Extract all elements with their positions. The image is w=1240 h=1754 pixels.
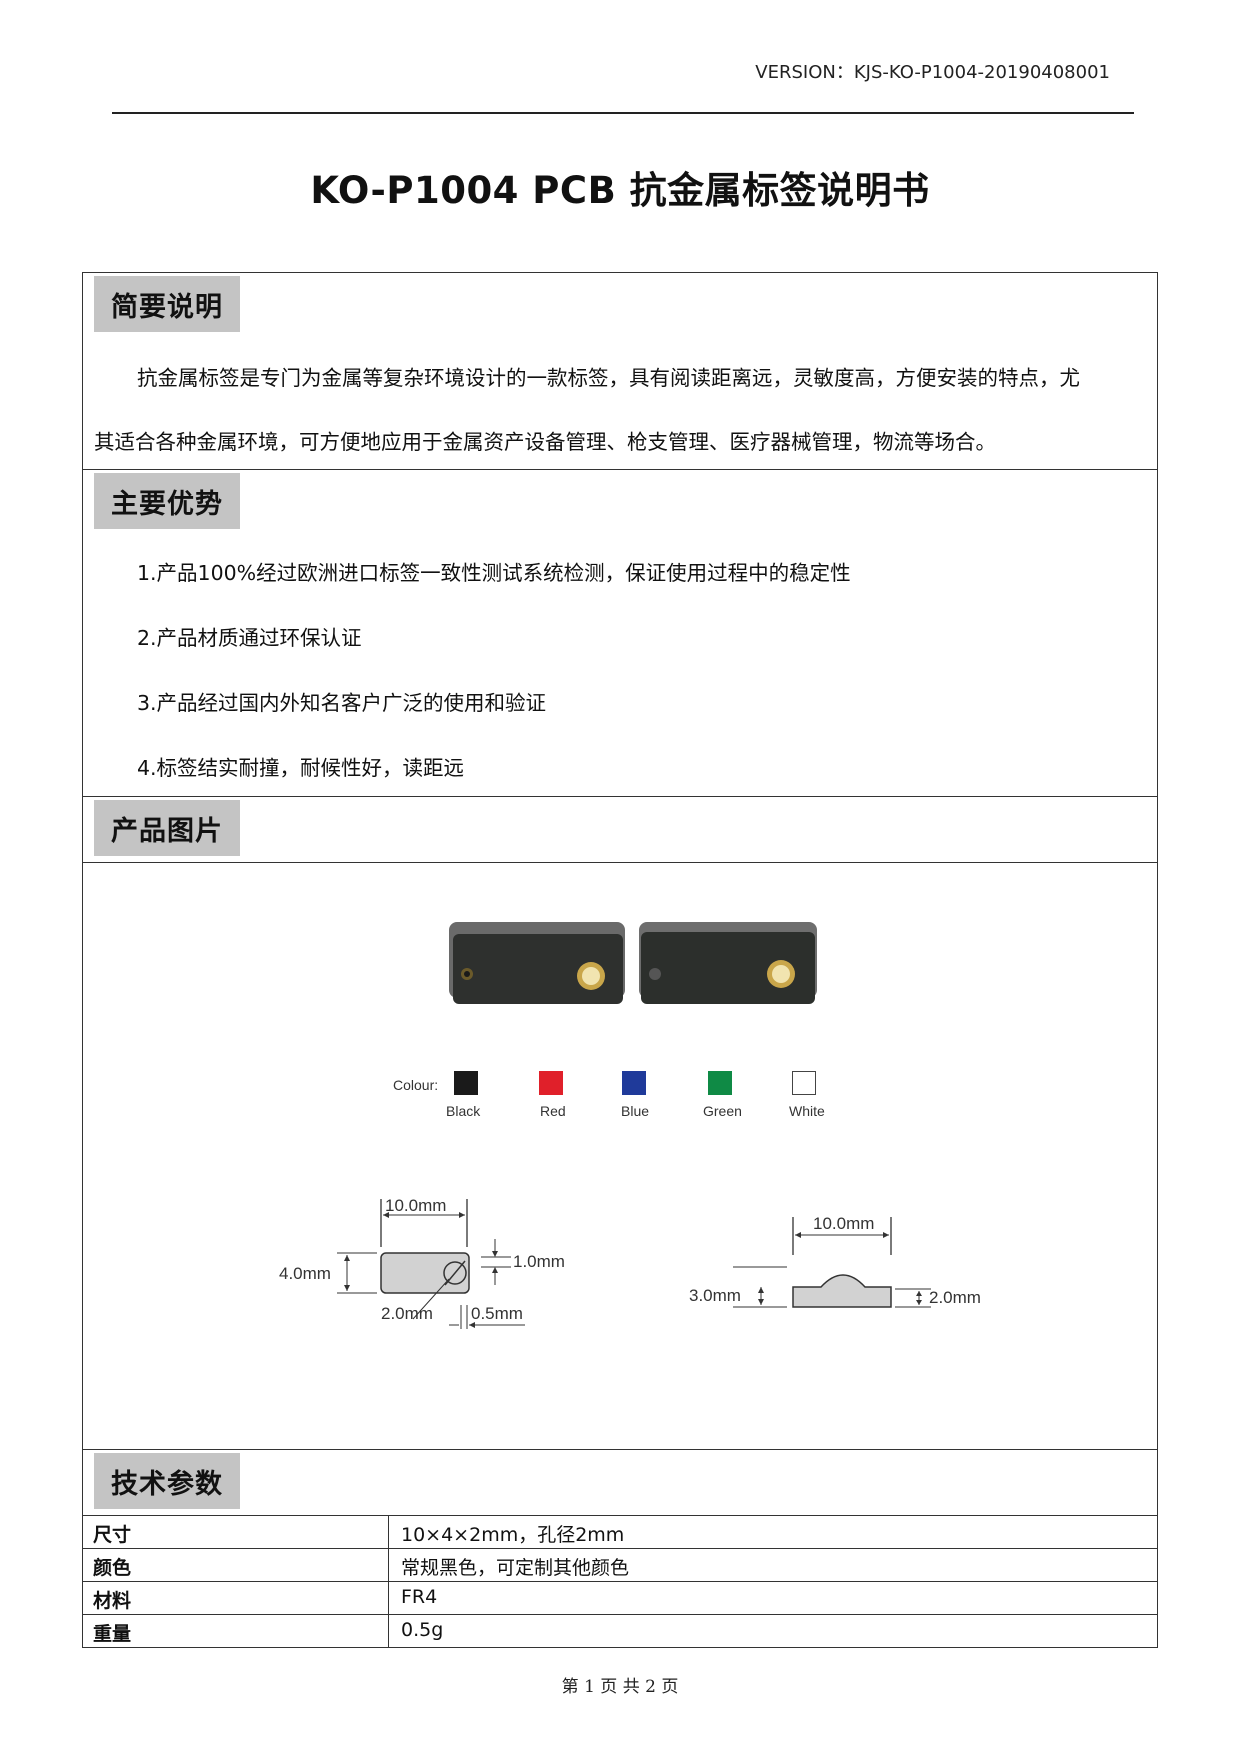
spec-value: 常规黑色，可定制其他颜色 xyxy=(401,1557,630,1579)
page-title: KO-P1004 PCB 抗金属标签说明书 xyxy=(310,169,930,212)
page-footer: 第 1 页 共 2 页 xyxy=(561,1677,679,1697)
swatch-label-red: Red xyxy=(540,1103,566,1119)
advantage-item: 2.产品材质通过环保认证 xyxy=(137,626,362,650)
swatch-black xyxy=(454,1071,478,1095)
dim-top-length: 10.0mm xyxy=(385,1196,446,1215)
spec-value: 0.5g xyxy=(401,1619,444,1641)
section-intro: 简要说明 抗金属标签是专门为金属等复杂环境设计的一款标签，具有阅读距离远，灵敏度… xyxy=(83,273,1157,469)
spec-key: 重量 xyxy=(93,1623,132,1645)
section-heading-advantages: 主要优势 xyxy=(94,473,240,529)
advantage-item: 3.产品经过国内外知名客户广泛的使用和验证 xyxy=(137,691,547,715)
spec-row: 尺寸 10×4×2mm，孔径2mm xyxy=(83,1515,1157,1548)
dimension-drawing-side-view: 10.0mm 3.0mm 2.0mm xyxy=(689,1214,981,1308)
spec-row: 材料 FR4 xyxy=(83,1581,1157,1614)
dim-top-hole: 2.0mm xyxy=(381,1304,433,1323)
spec-sheet-box: 简要说明 抗金属标签是专门为金属等复杂环境设计的一款标签，具有阅读距离远，灵敏度… xyxy=(82,272,1158,1648)
section-specs-header: 技术参数 xyxy=(83,1449,1157,1515)
spec-divider xyxy=(388,1516,389,1548)
dim-side-thickness: 3.0mm xyxy=(689,1286,741,1305)
dim-side-length: 10.0mm xyxy=(813,1214,874,1233)
spec-value: FR4 xyxy=(401,1586,438,1608)
swatch-blue xyxy=(622,1071,646,1095)
intro-line-1: 抗金属标签是专门为金属等复杂环境设计的一款标签，具有阅读距离远，灵敏度高，方便安… xyxy=(137,366,1080,390)
spec-key: 颜色 xyxy=(93,1557,132,1579)
swatch-label-green: Green xyxy=(703,1103,742,1119)
spec-value: 10×4×2mm，孔径2mm xyxy=(401,1524,625,1546)
swatch-label-blue: Blue xyxy=(621,1103,650,1119)
intro-line-2: 其适合各种金属环境，可方便地应用于金属资产设备管理、枪支管理、医疗器械管理，物流… xyxy=(94,430,996,454)
section-images-body: Colour: Black Red Blue Green White 10.0m… xyxy=(83,862,1157,1449)
advantage-item: 4.标签结实耐撞，耐候性好，读距远 xyxy=(137,756,465,780)
swatch-green xyxy=(708,1071,732,1095)
spec-divider xyxy=(388,1549,389,1581)
section-images-header: 产品图片 xyxy=(83,796,1157,862)
product-photo xyxy=(449,922,817,1004)
version-label: VERSION：KJS-KO-P1004-20190408001 xyxy=(755,62,1110,83)
dimension-drawing-top-view: 10.0mm 4.0mm 1.0mm 2.0mm 0.5mm xyxy=(279,1196,565,1329)
swatch-red xyxy=(539,1071,563,1095)
section-heading-intro: 简要说明 xyxy=(94,276,240,332)
header-divider xyxy=(112,112,1134,114)
section-heading-images: 产品图片 xyxy=(94,800,240,856)
section-advantages: 主要优势 1.产品100%经过欧洲进口标签一致性测试系统检测，保证使用过程中的稳… xyxy=(83,469,1157,796)
dim-top-gap: 0.5mm xyxy=(471,1304,523,1323)
spec-key: 尺寸 xyxy=(93,1524,132,1546)
swatch-label-white: White xyxy=(789,1103,825,1119)
swatch-white xyxy=(792,1071,816,1095)
dim-top-height: 4.0mm xyxy=(279,1264,331,1283)
spec-divider xyxy=(388,1582,389,1614)
spec-key: 材料 xyxy=(93,1590,132,1612)
spec-divider xyxy=(388,1615,389,1647)
spec-row: 重量 0.5g xyxy=(83,1614,1157,1647)
colour-label: Colour: xyxy=(393,1077,439,1093)
dim-side-base: 2.0mm xyxy=(929,1288,981,1307)
dim-top-edge: 1.0mm xyxy=(513,1252,565,1271)
section-heading-specs: 技术参数 xyxy=(94,1453,240,1509)
swatch-label-black: Black xyxy=(446,1103,481,1119)
spec-row: 颜色 常规黑色，可定制其他颜色 xyxy=(83,1548,1157,1581)
advantage-item: 1.产品100%经过欧洲进口标签一致性测试系统检测，保证使用过程中的稳定性 xyxy=(137,561,851,585)
